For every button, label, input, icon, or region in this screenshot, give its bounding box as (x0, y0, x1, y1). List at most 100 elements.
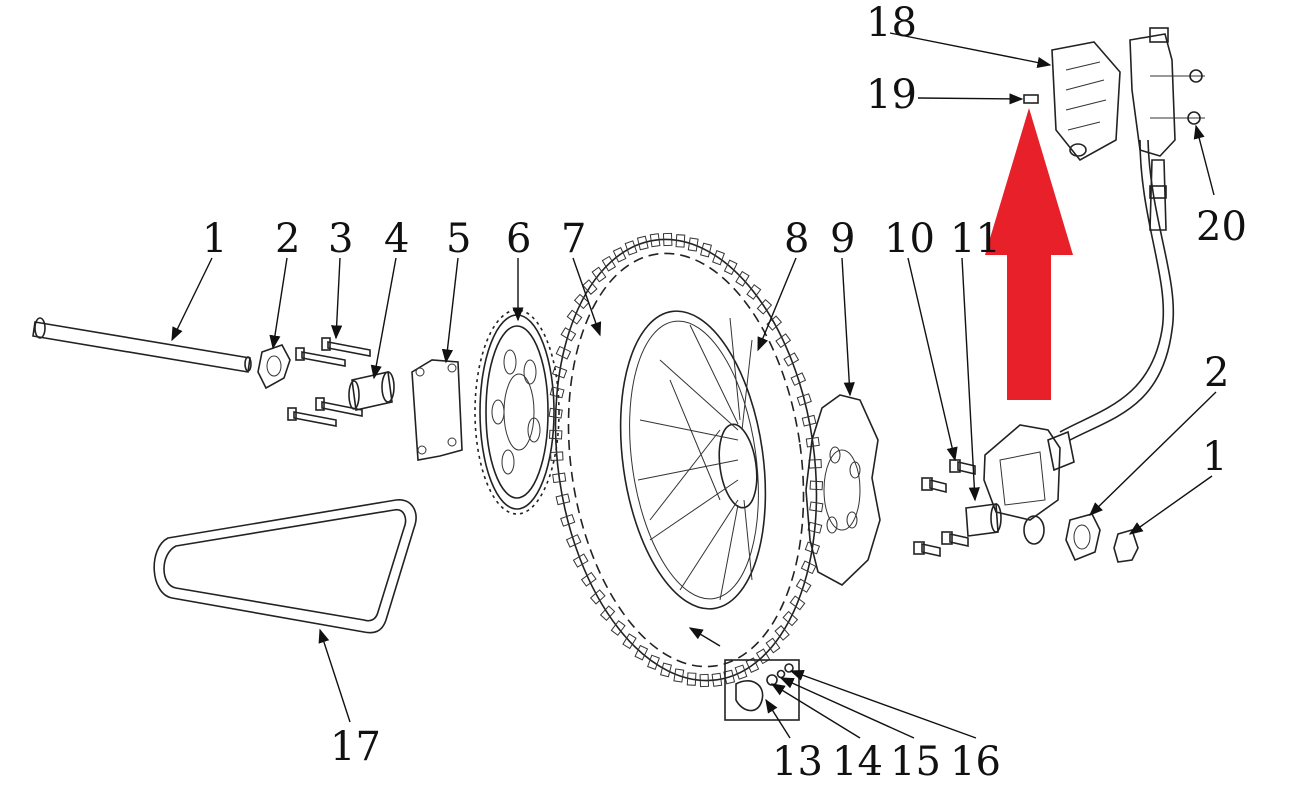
red-arrow-indicator (985, 108, 1073, 400)
tread-block (699, 673, 710, 688)
tread-block (800, 560, 817, 575)
tread-block (550, 451, 564, 461)
tread-block (765, 637, 781, 654)
spacer-right (965, 503, 1002, 537)
axle-nut-right (1065, 513, 1101, 562)
tread-block (552, 472, 567, 484)
master-cylinder-guard (1051, 41, 1121, 162)
spacer-part (348, 371, 395, 411)
tread-block (580, 571, 597, 587)
tread-block (560, 327, 577, 342)
tread-block (789, 595, 806, 611)
tread-block (809, 480, 824, 491)
tread-block (566, 309, 583, 325)
tread-block (756, 298, 773, 315)
sprocket-plate (411, 359, 463, 461)
tread-block (634, 644, 649, 661)
master-cylinder-nuts (1187, 69, 1203, 125)
drive-chain (153, 499, 417, 634)
tread-block (555, 493, 571, 506)
tread-block (783, 352, 800, 367)
tread-block (712, 250, 725, 266)
tread-block (735, 270, 750, 287)
tread-block (601, 255, 617, 272)
label-part-5: 5 (446, 216, 471, 262)
master-cylinder (1129, 27, 1205, 231)
tread-block (782, 610, 799, 627)
tread-block (700, 242, 712, 258)
rear-sprocket (474, 309, 560, 515)
label-part-20: 20 (1196, 204, 1247, 250)
tread-block (662, 232, 673, 247)
label-part-9: 9 (830, 216, 855, 262)
tread-block (723, 259, 738, 276)
tread-block (687, 237, 699, 252)
tread-block (711, 672, 723, 687)
label-part-3: 3 (328, 216, 353, 262)
tread-block (589, 589, 606, 605)
tread-block (775, 333, 792, 349)
tread-block (591, 266, 607, 283)
tread-block (624, 240, 638, 256)
tread-block (809, 501, 824, 513)
tread-block (686, 672, 697, 686)
label-part-15: 15 (890, 739, 941, 785)
label-part-10: 10 (884, 216, 935, 262)
tread-block (572, 553, 589, 568)
axle-part (32, 317, 252, 373)
tread-block (573, 293, 590, 310)
tread-block (675, 234, 686, 248)
label-part-1: 1 (202, 216, 227, 262)
part-number-labels: 1 2 3 4 5 6 7 8 9 10 11 2 1 13 14 15 16 … (202, 0, 1247, 785)
axle-cap-nut (1113, 529, 1139, 563)
tread-block (796, 393, 812, 406)
tread-block (766, 315, 783, 331)
leader-lines (171, 32, 1217, 739)
brake-caliper (983, 424, 1075, 545)
tread-block (612, 247, 627, 263)
tread-block (804, 541, 821, 555)
tread-block (795, 578, 812, 593)
label-part-2: 2 (275, 216, 300, 262)
disc-bolts (913, 459, 976, 557)
tread-block (649, 233, 661, 248)
label-part-8: 8 (784, 216, 809, 262)
tread-block (551, 365, 568, 379)
tread-block (801, 414, 817, 427)
tread-block (660, 662, 672, 678)
label-part-4: 4 (384, 216, 409, 262)
tread-block (647, 654, 660, 670)
tread-block (555, 345, 572, 360)
tread-block (599, 605, 616, 622)
tread-block (548, 407, 563, 419)
tread-block (582, 279, 598, 295)
tread-block (636, 235, 649, 251)
brake-disc (805, 394, 881, 586)
tread-block (774, 625, 790, 641)
axle-nut-left (257, 344, 291, 390)
tread-block (755, 648, 771, 665)
label-part-16: 16 (950, 739, 1001, 785)
label-part-2-right: 2 (1204, 350, 1229, 396)
tread-block (610, 620, 626, 636)
tread-block (549, 386, 565, 399)
rear-wheel (554, 238, 818, 682)
brake-hose (1059, 139, 1175, 441)
sprocket-bolts (287, 337, 371, 427)
tyre-tread-blocks (548, 232, 824, 688)
tread-block (746, 284, 762, 300)
label-part-11: 11 (950, 216, 1001, 262)
tread-block (622, 633, 637, 650)
tread-block (565, 534, 582, 548)
guard-screw (1023, 94, 1039, 104)
tread-block (548, 429, 563, 440)
tread-block (734, 664, 748, 680)
label-part-1-right: 1 (1202, 434, 1227, 480)
label-part-7: 7 (561, 216, 586, 262)
label-part-13: 13 (772, 739, 823, 785)
label-part-14: 14 (832, 739, 883, 785)
label-part-6: 6 (506, 216, 531, 262)
label-part-18: 18 (866, 0, 917, 46)
tread-block (673, 668, 685, 683)
